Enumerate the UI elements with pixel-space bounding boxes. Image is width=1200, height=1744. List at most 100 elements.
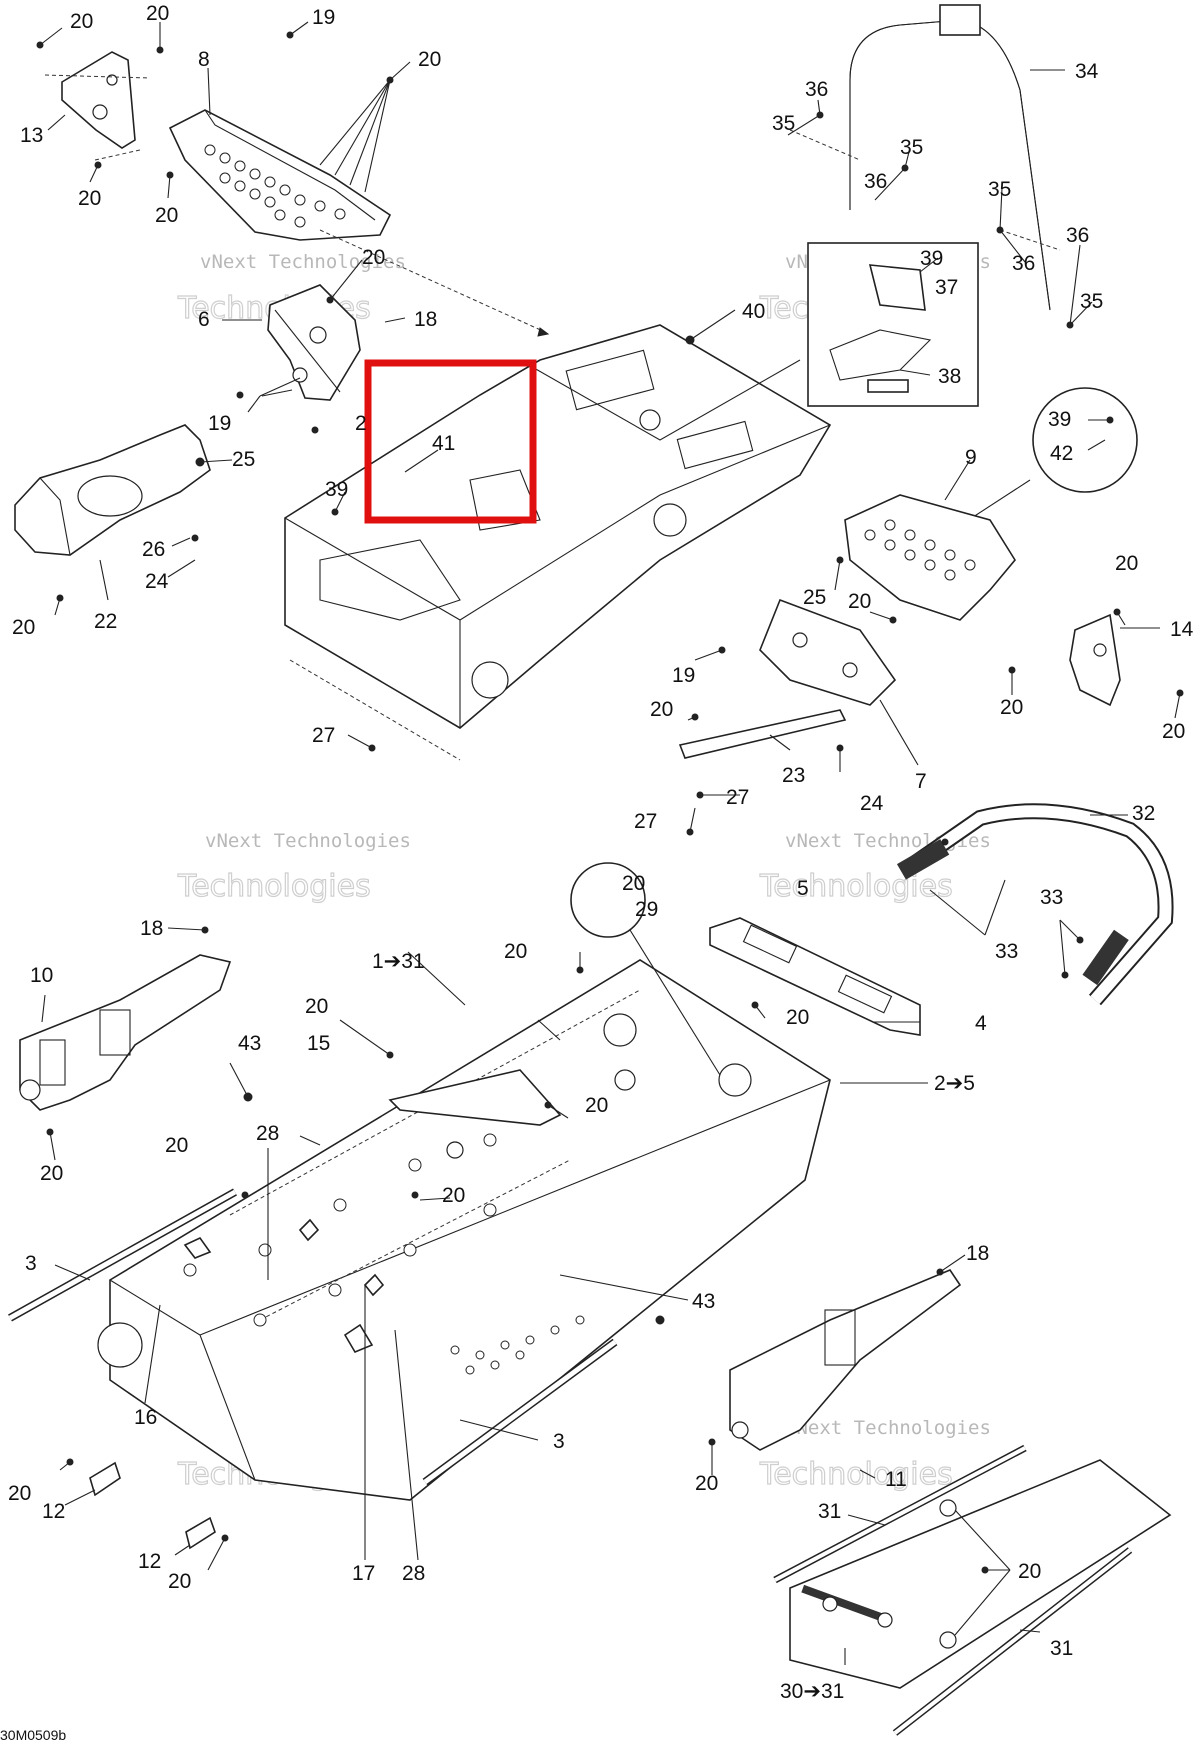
callout: 20 [155,204,178,227]
callout: 40 [742,300,765,323]
callout: 3 [553,1430,565,1453]
inset-box [807,242,979,407]
callout: 35 [772,112,795,135]
callout: 20 [70,10,93,33]
callout: 43 [238,1032,261,1055]
callout: 28 [256,1122,279,1145]
callout: 8 [198,48,210,71]
callout: 20 [622,872,645,895]
callout: 35 [900,136,923,159]
callout: 20 [78,187,101,210]
part-7-bracket [759,598,897,706]
callout: 20 [168,1570,191,1593]
callout: 39 [920,247,943,270]
callout: 33 [1040,886,1063,909]
callout: 12 [138,1550,161,1573]
callout: 18 [414,308,437,331]
part-23-strip [678,709,847,759]
part-22-cover [14,424,211,556]
callout: 36 [805,78,828,101]
callout: 20 [305,995,328,1018]
callout: 20 [786,1006,809,1029]
callout: 6 [198,308,210,331]
drawing-code: 30M0509b [0,1727,66,1743]
callout: 27 [312,724,335,747]
callout: 33 [995,940,1018,963]
callout: 27 [634,810,657,833]
callout: 39 [1048,408,1071,431]
callout: 20 [362,246,385,269]
callout: 31 [818,1500,841,1523]
part-6-bracket [267,284,361,401]
callout: 35 [988,178,1011,201]
tunnel-lower [97,959,831,1501]
callout: 20 [442,1184,465,1207]
callout: 5 [797,877,809,900]
callout: 35 [1080,290,1103,313]
callout: 37 [935,276,958,299]
callout: 20 [504,940,527,963]
watermark-6: vNext Technologies [785,1417,991,1439]
callout: 36 [864,170,887,193]
part-8-footrest [168,109,550,337]
callout: 2 [355,412,367,435]
callout: 29 [635,898,658,921]
callout: 18 [966,1242,989,1265]
callout-41: 41 [432,432,455,455]
callout: 20 [585,1094,608,1117]
callout: 28 [402,1562,425,1585]
watermark-6b: Technologies [759,1457,953,1492]
callout: 36 [1066,224,1089,247]
part-11-bracket [729,1269,962,1451]
callout: 19 [312,6,335,29]
callout: 26 [142,538,165,561]
part-4-plate [709,917,921,1036]
callout: 16 [134,1406,157,1429]
callout: 15 [307,1032,330,1055]
callout: 39 [325,478,348,501]
callout: 10 [30,964,53,987]
callout: 30➔31 [780,1680,844,1703]
callout: 42 [1050,442,1073,465]
leader-lines [39,21,1181,1665]
callout: 32 [1132,802,1155,825]
callout: 20 [1115,552,1138,575]
watermark-1: vNext Technologies [200,251,406,273]
callout: 20 [650,698,673,721]
part-10-bracket [19,954,232,1111]
callout: 20 [146,2,169,25]
part-14-bracket [1069,613,1121,707]
callout: 31 [1050,1637,1073,1660]
part-30-panel [773,1444,1172,1736]
callout: 38 [938,365,961,388]
callout: 11 [885,1468,907,1491]
callout: 22 [94,610,117,633]
callout: 20 [1018,1560,1041,1583]
part-9-footrest [844,494,1016,621]
watermark-3: vNext Technologies [205,830,411,852]
callout: 24 [145,570,169,593]
part-34-handle [789,4,1061,311]
callout: 20 [1162,720,1185,743]
callout: 20 [8,1482,31,1505]
callout: 24 [860,792,884,815]
callout: 20 [165,1134,188,1157]
callout: 12 [42,1500,65,1523]
callout: 17 [352,1562,375,1585]
callout: 23 [782,764,805,787]
callout: 20 [1000,696,1023,719]
part-3-rods [8,1188,618,1486]
callout: 25 [803,586,826,609]
part-13-bracket [44,51,151,161]
callout: 3 [25,1252,37,1275]
highlight-box-41 [364,359,537,524]
part-32-handle [896,803,1174,1006]
callout: 19 [208,412,231,435]
callout: 36 [1012,252,1035,275]
callout: 1➔31 [372,950,425,973]
chassis-upper [284,324,832,761]
callout: 19 [672,664,695,687]
callout: 43 [692,1290,715,1313]
callout: 9 [965,446,977,469]
part-12-plates [89,1461,216,1550]
